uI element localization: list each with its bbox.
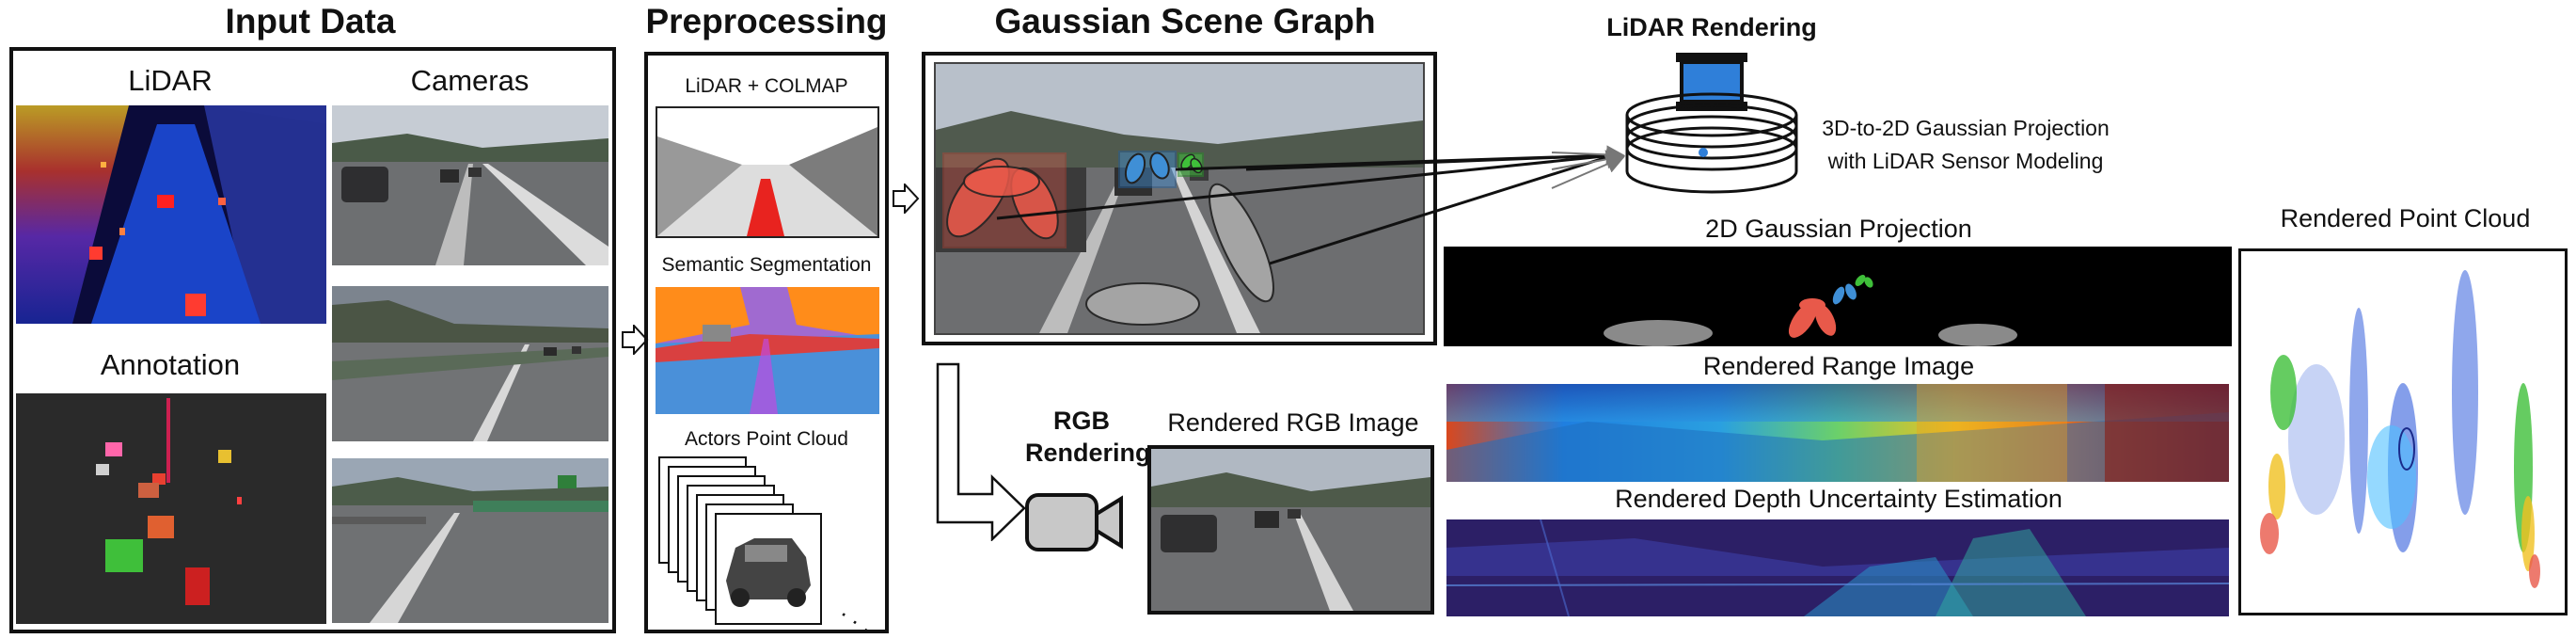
lidar-input-image [16, 105, 326, 324]
lidar-sensor-icon [1625, 53, 1798, 194]
range-image [1446, 384, 2229, 482]
preprocessing-title: Preprocessing [645, 2, 888, 40]
preprocessing-panel [644, 52, 889, 633]
point-cloud-panel [2238, 248, 2568, 615]
cameras-label: Cameras [410, 64, 529, 97]
actors-point-cloud-label: Actors Point Cloud [685, 428, 848, 450]
rgb-rendering-label-line2: Rendering [1025, 439, 1151, 467]
rendered-rgb-label: Rendered RGB Image [1167, 408, 1419, 437]
camera-icon [1025, 493, 1123, 551]
scene-graph-panel [922, 52, 1437, 345]
semantic-segmentation-image [656, 287, 879, 414]
camera-image-1 [332, 105, 608, 265]
camera-image-2 [332, 286, 608, 441]
gaussian-projection-label: 2D Gaussian Projection [1705, 215, 1972, 243]
depth-uncertainty-image [1446, 519, 2229, 616]
input-data-panel [9, 47, 616, 633]
scene-graph-title: Gaussian Scene Graph [994, 2, 1376, 40]
projection-text-line1: 3D-to-2D Gaussian Projection [1822, 116, 2110, 140]
projection-text-line2: with LiDAR Sensor Modeling [1827, 149, 2104, 173]
rgb-rendering-arrow [936, 362, 1026, 541]
rendered-rgb-panel [1147, 445, 1434, 615]
lidar-rendering-title: LiDAR Rendering [1606, 13, 1817, 41]
point-cloud-label: Rendered Point Cloud [2280, 204, 2531, 232]
arrow-preprocessing-to-scene-graph [893, 184, 920, 214]
range-image-label: Rendered Range Image [1702, 352, 1975, 380]
annotation-label: Annotation [100, 348, 241, 381]
semantic-segmentation-label: Semantic Segmentation [661, 254, 872, 276]
input-data-title: Input Data [225, 2, 396, 40]
projection-rays [996, 145, 1625, 265]
lidar-colmap-label: LiDAR + COLMAP [685, 75, 848, 97]
gaussian-projection-image [1444, 247, 2232, 346]
actors-point-cloud-stack: . . . [658, 456, 884, 638]
scene-graph-image [934, 62, 1425, 335]
annotation-image [16, 393, 326, 624]
arrow-input-to-preprocessing [622, 325, 649, 355]
depth-uncertainty-label: Rendered Depth Uncertainty Estimation [1615, 485, 2062, 513]
lidar-label: LiDAR [128, 64, 213, 97]
camera-image-3 [332, 458, 608, 623]
rgb-rendering-label-line1: RGB [1053, 407, 1110, 435]
lidar-colmap-image [656, 106, 879, 238]
